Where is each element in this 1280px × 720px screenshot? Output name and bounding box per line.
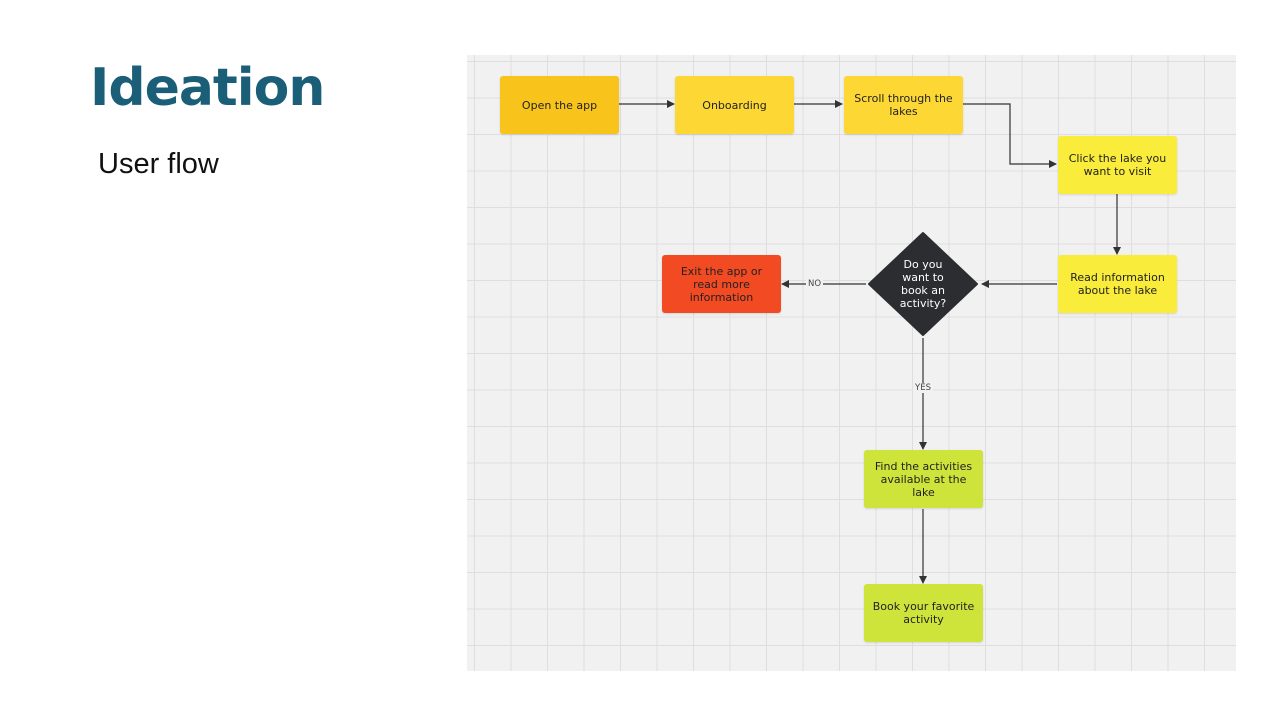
node-open-app: Open the app: [500, 76, 619, 134]
node-find-activities: Find the activities available at the lak…: [864, 450, 983, 508]
decision-diamond-shape: [868, 232, 978, 336]
node-read-info: Read information about the lake: [1058, 255, 1177, 313]
decision-label: Do you want to book an activity?: [899, 258, 947, 310]
connector-scroll-to-click: [963, 103, 1057, 168]
node-exit-app: Exit the app or read more information: [662, 255, 781, 313]
slide-subtitle: User flow: [98, 148, 219, 180]
node-click-lake: Click the lake you want to visit: [1058, 136, 1177, 194]
decision-diamond: Do you want to book an activity?: [867, 231, 979, 337]
slide-title: Ideation: [90, 58, 325, 118]
edge-label-no: NO: [806, 279, 824, 289]
edge-label-yes: YES: [913, 383, 933, 393]
node-book-activity: Book your favorite activity: [864, 584, 983, 642]
node-onboarding: Onboarding: [675, 76, 794, 134]
node-scroll-lakes: Scroll through the lakes: [844, 76, 963, 134]
